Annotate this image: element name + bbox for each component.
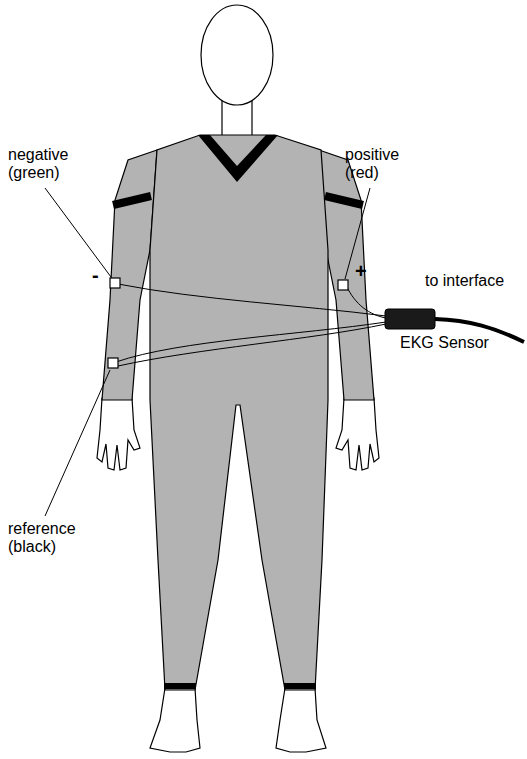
polarity-sign: - (92, 266, 99, 284)
cable-label: to interface (425, 272, 504, 290)
electrode-label: negative (green) (8, 146, 88, 182)
polarity-sign: + (355, 262, 367, 280)
electrode-label: reference (black) (8, 520, 88, 556)
electrode-label: positive (red) (345, 146, 415, 182)
sensor-label: EKG Sensor (400, 334, 489, 352)
